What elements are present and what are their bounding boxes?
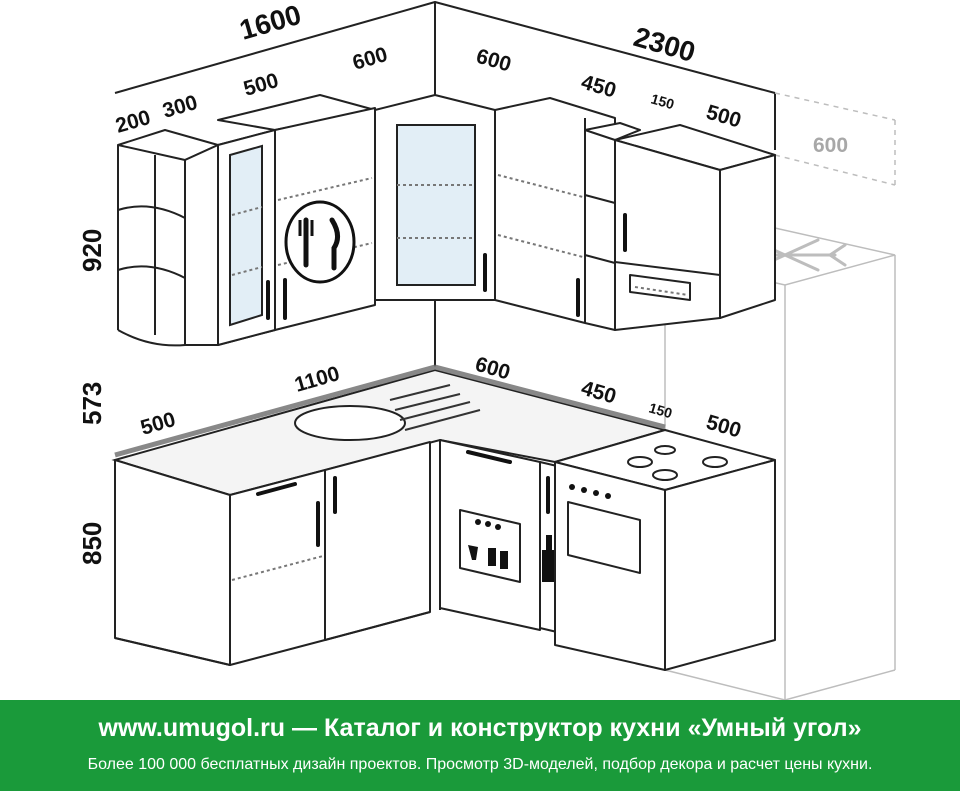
dim-upper-total-left: 1600 <box>236 0 304 46</box>
stove <box>554 429 776 671</box>
hood-cabinet <box>614 124 776 331</box>
footer-banner: www.umugol.ru — Каталог и конструктор ку… <box>0 700 960 791</box>
dim-upper-600-left: 600 <box>350 43 390 75</box>
dim-base-500-right: 500 <box>704 411 744 443</box>
footer-subtitle: Более 100 000 бесплатных дизайн проектов… <box>87 756 873 773</box>
upper-corner-cabinet <box>374 94 496 301</box>
hood-icon <box>629 274 691 301</box>
dim-upper-150: 150 <box>649 91 676 113</box>
sink-icon <box>294 384 481 441</box>
site-link[interactable]: www.umugol.ru <box>98 714 286 742</box>
upper-plate-cabinet <box>274 107 376 331</box>
upper-glass-cabinet <box>184 94 376 346</box>
plinth <box>114 611 431 666</box>
dim-height-upper: 920 <box>77 229 107 272</box>
stove-burner-icon <box>627 445 728 481</box>
footer-title: Каталог и конструктор кухни «Умный угол» <box>323 714 862 742</box>
dim-base-150: 150 <box>647 400 674 422</box>
bottle-icon <box>542 535 556 582</box>
dim-height-base: 850 <box>77 522 107 565</box>
dim-base-500-left: 500 <box>138 408 178 440</box>
dim-upper-450: 450 <box>579 71 619 103</box>
dim-upper-500-left: 500 <box>241 69 281 101</box>
dim-upper-300: 300 <box>160 91 200 123</box>
dishwasher <box>439 439 541 631</box>
dim-height-gap: 573 <box>77 382 107 425</box>
base-sink-cabinet <box>114 459 326 666</box>
footer-separator: — <box>292 714 318 742</box>
plate-fork-knife-icon <box>284 200 356 284</box>
base-corner-cabinet <box>324 440 441 641</box>
glass-panel <box>229 144 263 327</box>
dim-upper-200: 200 <box>113 106 153 138</box>
dim-upper-total-right: 2300 <box>630 21 698 68</box>
dim-upper-600-right: 600 <box>474 45 514 77</box>
dim-fridge-600: 600 <box>813 134 848 157</box>
kitchen-diagram: 1600 2300 200 300 500 600 600 450 150 50… <box>77 0 896 700</box>
dim-base-1100: 1100 <box>292 362 342 397</box>
oven-door <box>567 501 641 574</box>
dim-upper-500-right: 500 <box>704 101 744 133</box>
countertop <box>111 364 669 497</box>
fridge-outline <box>664 92 896 700</box>
footer-title-line: www.umugol.ru — Каталог и конструктор ку… <box>0 714 960 743</box>
